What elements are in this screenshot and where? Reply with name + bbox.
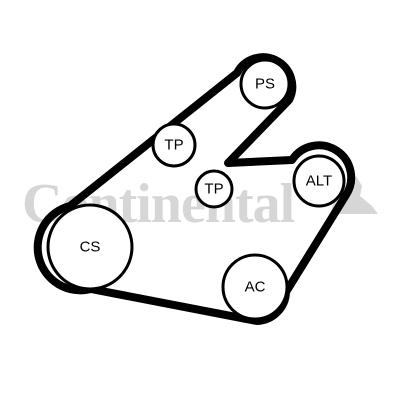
pulley-cs: CS <box>46 203 134 291</box>
alt-pulley-circle <box>292 154 346 208</box>
serpentine-belt <box>33 53 356 325</box>
cs-pulley-circle <box>46 203 134 291</box>
ac-pulley-circle <box>221 253 289 321</box>
tp-upper-pulley-circle <box>151 122 197 168</box>
pulley-alt: ALT <box>292 154 346 208</box>
tp-lower-pulley-circle <box>194 169 234 209</box>
pulley-tp-upper: TP <box>151 122 197 168</box>
alt-label: ALT <box>306 173 332 190</box>
tp-upper-label: TP <box>164 137 183 154</box>
cs-label: CS <box>80 239 101 256</box>
ps-label: PS <box>255 76 275 93</box>
ps-pulley-circle <box>239 58 291 110</box>
ac-label: AC <box>245 279 266 296</box>
pulley-tp-lower: TP <box>194 169 234 209</box>
tp-lower-label: TP <box>204 181 223 198</box>
pulley-ac: AC <box>221 253 289 321</box>
pulley-ps: PS <box>239 58 291 110</box>
